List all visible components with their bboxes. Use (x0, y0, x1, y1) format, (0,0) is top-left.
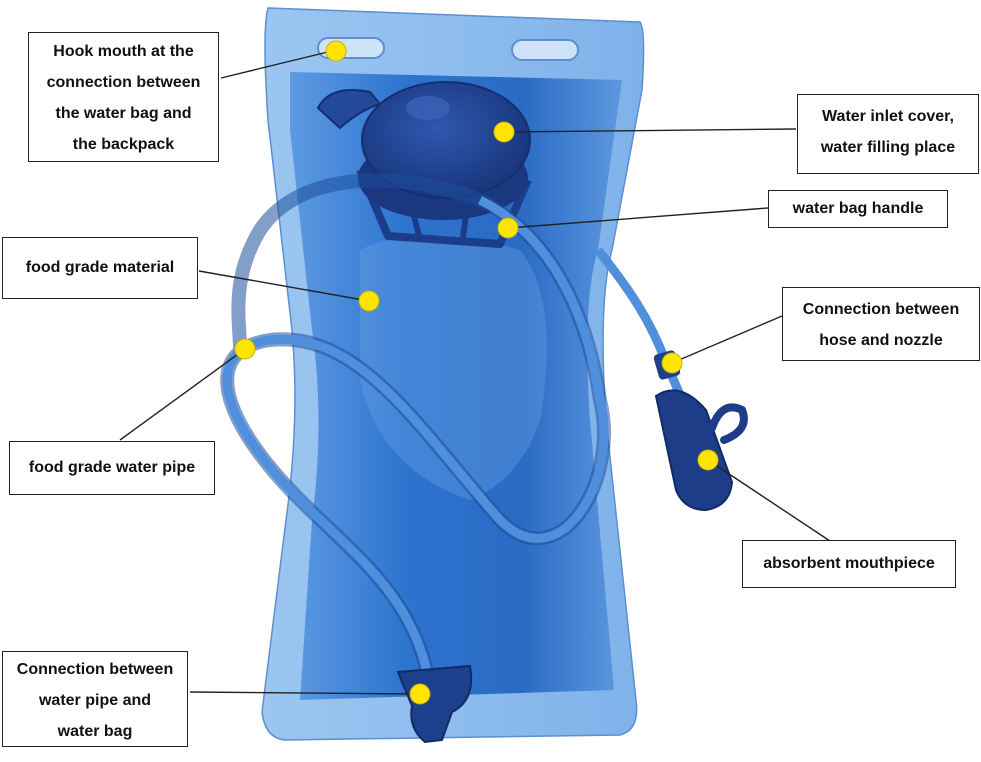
leader-hose-nozzle (671, 315, 783, 364)
callout-line: food grade material (25, 259, 175, 276)
cap-top (361, 81, 531, 199)
bag-handle (356, 168, 532, 248)
leader-lines (119, 49, 831, 695)
callout-hose-nozzle: Connection between hose and nozzle (782, 287, 980, 361)
callout-line: Water inlet cover, (822, 108, 954, 125)
marker-inlet (493, 121, 515, 143)
bite-valve (654, 389, 734, 512)
callout-line: water bag handle (792, 200, 924, 217)
bag-highlight (360, 235, 547, 500)
callout-line: water bag (57, 723, 133, 740)
marker-hook (325, 40, 347, 62)
callout-handle: water bag handle (768, 190, 948, 228)
callout-line: absorbent mouthpiece (763, 555, 935, 572)
hook-slot-right (511, 39, 579, 61)
callout-pipe-bag: Connection between water pipe and water … (2, 651, 188, 747)
callout-line: water pipe and (38, 692, 152, 709)
valve-cap-loop (708, 403, 748, 444)
marker-mouthpiece (697, 449, 719, 471)
callout-water-inlet: Water inlet cover, water filling place (797, 94, 979, 174)
leader-handle (507, 207, 769, 229)
leader-material (198, 270, 370, 302)
callout-line: the backpack (72, 136, 175, 153)
marker-handle (497, 217, 519, 239)
leader-hook (220, 49, 337, 79)
cap-knob (406, 96, 450, 120)
callout-mouthpiece: absorbent mouthpiece (742, 540, 956, 588)
marker-hose-nozzle (661, 352, 683, 374)
callout-line: Connection between (802, 301, 960, 318)
callout-hook-mouth: Hook mouth at the connection between the… (28, 32, 219, 162)
callout-material: food grade material (2, 237, 198, 299)
markers (234, 40, 719, 705)
marker-pipe-bag (409, 683, 431, 705)
marker-material (358, 290, 380, 312)
leader-mouthpiece (707, 459, 831, 542)
leader-water-pipe (119, 348, 246, 441)
leader-pipe-bag (189, 691, 421, 695)
callout-water-pipe: food grade water pipe (9, 441, 215, 495)
marker-water-pipe (234, 338, 256, 360)
callout-line: connection between (46, 74, 201, 91)
callout-line: Hook mouth at the (53, 43, 194, 60)
callout-line: water filling place (820, 139, 956, 156)
callout-line: the water bag and (55, 105, 192, 122)
callout-line: hose and nozzle (819, 332, 943, 349)
mouthpiece-assembly (653, 350, 748, 512)
callout-line: food grade water pipe (28, 459, 196, 476)
callout-line: Connection between (16, 661, 174, 678)
pipe-body (222, 195, 609, 701)
leader-inlet (503, 128, 797, 133)
